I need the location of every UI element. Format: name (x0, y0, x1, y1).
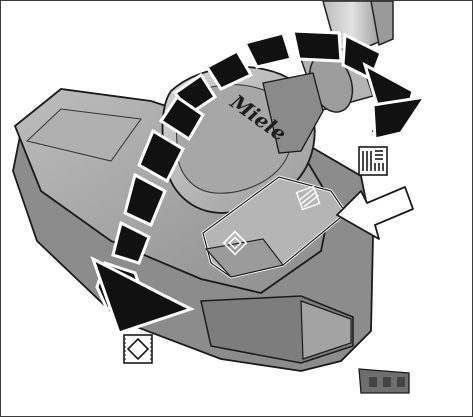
pedal-carpet-icon (295, 185, 321, 211)
hard-floor-symbol (123, 334, 153, 364)
push-arrow (336, 186, 414, 240)
pedal-hard-floor-icon (222, 230, 248, 256)
rotate-down-arrow (90, 94, 205, 335)
rotate-up-arrow (172, 29, 429, 141)
selector-pedal[interactable] (201, 175, 349, 279)
carpet-symbol (358, 146, 388, 176)
